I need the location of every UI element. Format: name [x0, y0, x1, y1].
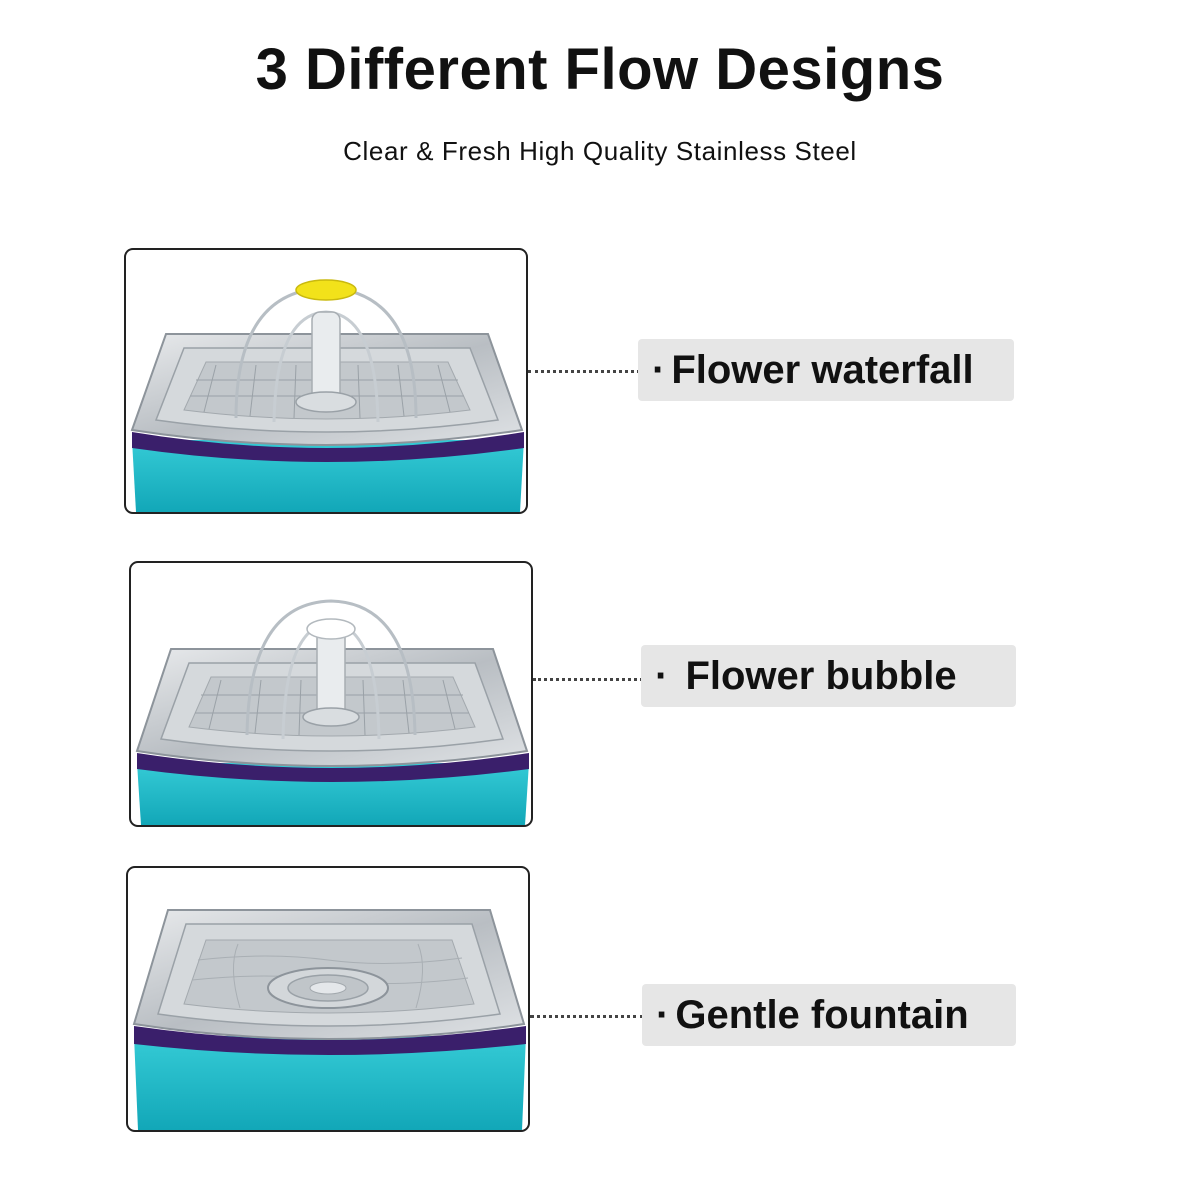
leader-line [533, 678, 643, 681]
leader-line [528, 370, 640, 373]
product-image-flower-waterfall [124, 248, 528, 514]
page-subtitle: Clear & Fresh High Quality Stainless Ste… [343, 136, 857, 166]
flow-label-text: Flower bubble [685, 654, 957, 698]
flow-label-flower-waterfall: ·Flower waterfall [638, 339, 1014, 401]
flow-label-text: Gentle fountain [675, 993, 969, 1037]
bullet: · [656, 993, 670, 1037]
product-image-flower-bubble [129, 561, 533, 827]
page-title: 3 Different Flow Designs [255, 37, 945, 102]
flow-label-gentle-fountain: ·Gentle fountain [642, 984, 1016, 1046]
flow-label-flower-bubble: · Flower bubble [641, 645, 1016, 707]
leader-line [530, 1015, 644, 1018]
bullet: · [655, 654, 669, 698]
bullet: · [652, 348, 666, 392]
flow-label-text: Flower waterfall [671, 348, 974, 392]
product-image-gentle-fountain [126, 866, 530, 1132]
